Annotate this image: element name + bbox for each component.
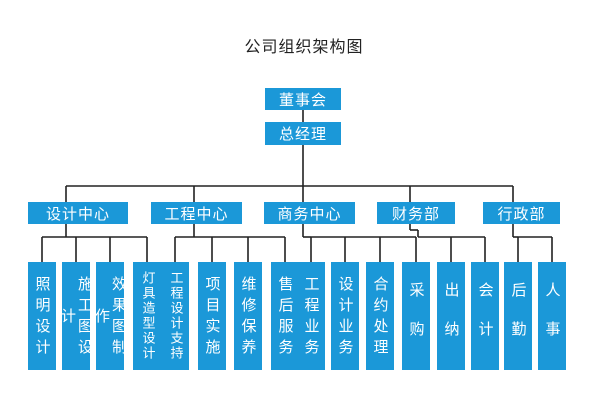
unit-lamp-styling-design: 灯具造型设计 (133, 262, 161, 370)
dept-design-center: 设计中心 (28, 202, 128, 224)
unit-personnel: 人事 (538, 262, 566, 370)
chart-title: 公司组织架构图 (244, 37, 364, 56)
unit-accounting: 会计 (471, 262, 499, 370)
unit-contract-handling: 合约处理 (366, 262, 394, 370)
unit-logistics: 后勤 (504, 262, 532, 370)
unit-rendering-production: 效果图制作 (93, 262, 128, 370)
node-general-manager: 总经理 (265, 122, 341, 145)
dept-business-center: 商务中心 (264, 202, 355, 224)
unit-engineering-design-support: 工程设计支持 (161, 262, 189, 370)
unit-after-sales-service: 售后服务 (271, 262, 299, 370)
dept-engineering-center: 工程中心 (151, 202, 242, 224)
unit-procurement: 采购 (402, 262, 430, 370)
unit-lighting-design: 照明设计 (28, 262, 56, 370)
unit-construction-drawing-design: 施工图设计 (59, 262, 94, 370)
unit-project-implementation: 项目实施 (198, 262, 226, 370)
root-node-board: 董事会 (265, 88, 341, 110)
unit-maintenance: 维修保养 (234, 262, 262, 370)
unit-design-business: 设计业务 (331, 262, 359, 370)
unit-cashier: 出纳 (437, 262, 465, 370)
dept-administration: 行政部 (483, 202, 560, 224)
unit-engineering-business: 工程业务 (297, 262, 325, 370)
dept-finance: 财务部 (377, 202, 455, 224)
